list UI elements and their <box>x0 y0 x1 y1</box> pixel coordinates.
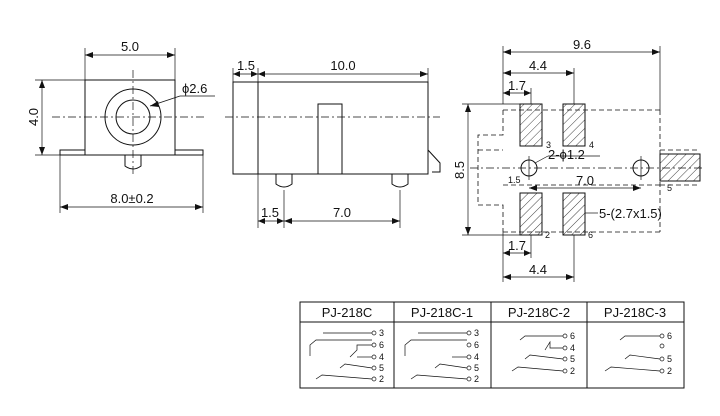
pin-label: 4 <box>379 352 384 362</box>
dim-side-length: 10.0 <box>330 58 355 73</box>
table-header: PJ-218C-1 <box>411 305 473 320</box>
pin-label: 5 <box>570 354 575 364</box>
pin-number: 3 <box>546 140 551 150</box>
pad-2 <box>519 192 543 236</box>
pin-label: 6 <box>667 331 672 341</box>
dim-front-width: 5.0 <box>121 39 139 54</box>
dim-side-pin-spacing: 7.0 <box>333 205 351 220</box>
table-header: PJ-218C <box>322 305 373 320</box>
pad-6 <box>562 192 586 236</box>
pin-label: 2 <box>667 366 672 376</box>
pin-number: 6 <box>588 230 593 240</box>
front-flange <box>59 149 204 156</box>
pin-label: 6 <box>474 340 479 350</box>
pin-label: 5 <box>474 363 479 373</box>
pin-number: 2 <box>545 230 550 240</box>
dim-front-base-width: 8.0±0.2 <box>110 191 153 206</box>
pin-label: 5 <box>667 354 672 364</box>
table-header: PJ-218C-3 <box>604 305 666 320</box>
pin-label: 3 <box>474 328 479 338</box>
dim-side-offset-top: 1.5 <box>237 58 255 73</box>
pad-3 <box>519 103 543 147</box>
pin-label: 4 <box>474 352 479 362</box>
dim-hole-label: 2-ϕ1.2 <box>548 147 585 162</box>
pin-label: 3 <box>379 328 384 338</box>
dim-pcb-pad-edge-bottom: 1.7 <box>508 238 526 253</box>
dim-pcb-width: 9.6 <box>573 37 591 52</box>
dim-pcb-pad-offset-bottom: 4.4 <box>529 262 547 277</box>
pin-label: 4 <box>570 343 575 353</box>
pin-label: 6 <box>570 331 575 341</box>
dim-front-height: 4.0 <box>26 108 41 126</box>
pin-label: 6 <box>379 340 384 350</box>
dim-center-offset: 1.5 <box>508 175 521 185</box>
dim-hole-diameter: ϕ2.6 <box>182 81 207 96</box>
schematic-pj-218c-2: 6 4 5 2 <box>511 331 575 376</box>
pin-label: 2 <box>474 374 479 384</box>
dim-side-offset-bottom: 1.5 <box>261 205 279 220</box>
pin-label: 2 <box>570 366 575 376</box>
front-view: 5.0 4.0 ϕ2.6 8.0±0.2 <box>26 39 215 213</box>
dim-pcb-height: 8.5 <box>452 161 467 179</box>
schematic-pj-218c-1: 3 6 4 5 2 <box>404 328 479 384</box>
front-pin <box>124 155 142 170</box>
schematic-pj-218c: 3 6 4 5 2 <box>309 328 384 384</box>
dim-pcb-pad-edge-top: 1.7 <box>508 78 526 93</box>
dim-pad-size: 5-(2.7x1.5) <box>599 206 662 221</box>
pin-label: 2 <box>379 374 384 384</box>
pcb-layout: 3 4 5 2 6 9.6 4.4 1.7 8.5 2-ϕ1.2 <box>452 37 705 282</box>
pin-number: 5 <box>667 183 672 193</box>
side-slot <box>317 103 343 175</box>
pad-4 <box>562 103 586 147</box>
variant-table: PJ-218C PJ-218C-1 PJ-218C-2 PJ-218C-3 3 … <box>299 301 685 389</box>
front-body <box>84 79 176 156</box>
side-pin-right <box>391 174 409 188</box>
side-pin-left <box>275 174 293 188</box>
pad-5 <box>659 153 701 182</box>
pin-label: 5 <box>379 363 384 373</box>
pin-number: 4 <box>589 140 594 150</box>
table-header: PJ-218C-2 <box>508 305 570 320</box>
dim-hole-spacing: 7.0 <box>576 173 594 188</box>
side-view: 1.5 10.0 1.5 7.0 <box>225 58 441 228</box>
side-body <box>232 81 429 175</box>
schematic-pj-218c-3: 6 5 2 <box>604 331 672 376</box>
dim-pcb-pad-offset-top: 4.4 <box>529 58 547 73</box>
